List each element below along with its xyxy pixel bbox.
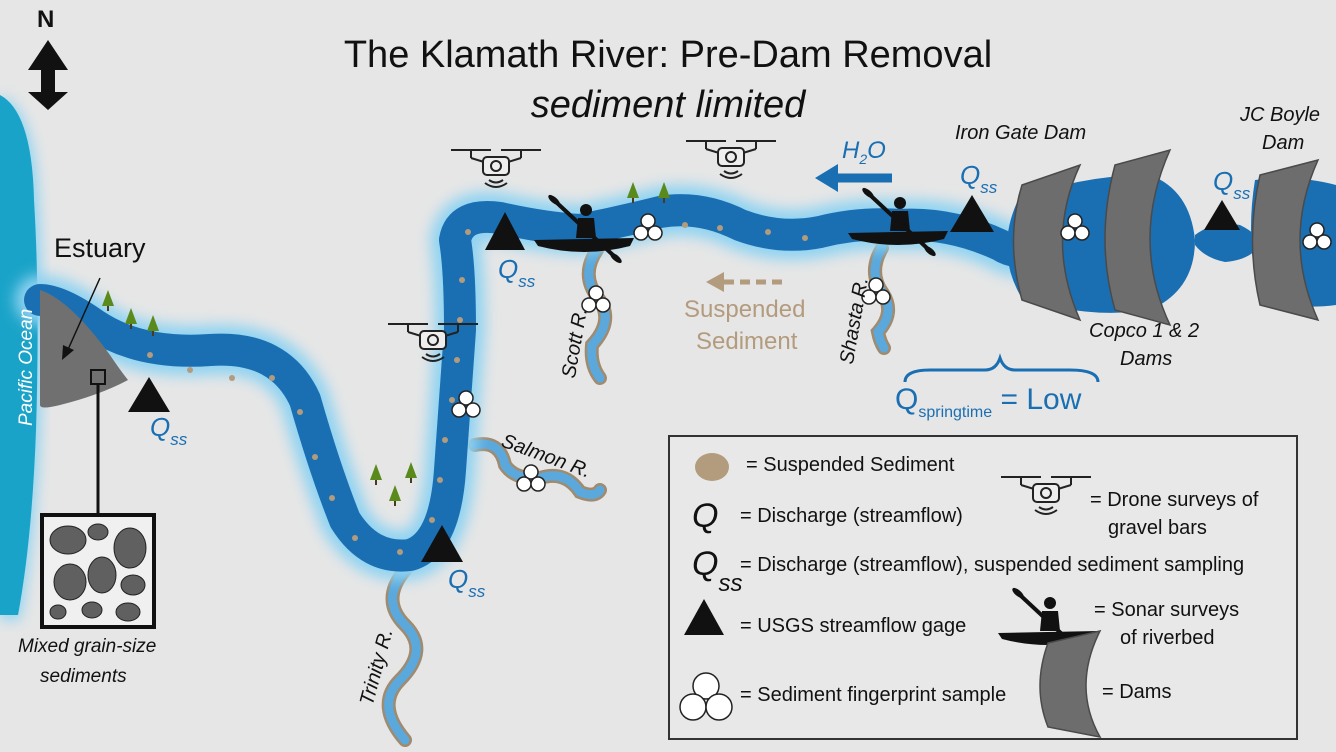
sediment-arrow <box>706 272 782 292</box>
legend-fingerprint-icon <box>679 672 733 721</box>
legend-dam-icon <box>1039 629 1102 738</box>
iron-gate-label: Iron Gate Dam <box>955 122 1087 144</box>
ocean-label: Pacific Ocean <box>16 308 37 426</box>
qss-label: Qss <box>498 254 536 291</box>
ocean <box>0 95 38 615</box>
suspended-label-2: Sediment <box>696 328 798 355</box>
legend-gage-icon <box>684 599 724 635</box>
legend-dams: = Dams <box>1102 681 1172 703</box>
flow-arrow <box>815 164 892 192</box>
springtime-discharge-label: Qspringtime = Low <box>895 383 1082 421</box>
estuary-label: Estuary <box>54 233 146 263</box>
qss-label: Qss <box>1213 166 1251 203</box>
legend: = Suspended Sediment Q = Discharge (stre… <box>668 435 1298 740</box>
sediment-dots <box>147 222 808 555</box>
drone-icon <box>450 149 542 188</box>
springtime-bracket <box>903 353 1100 383</box>
legend-drone-icon <box>1000 476 1092 515</box>
legend-sonar-1: = Sonar surveys <box>1094 599 1240 621</box>
dam-shapes <box>1012 148 1320 327</box>
north-label: N <box>37 6 55 33</box>
tributaries <box>381 241 895 747</box>
grain-label-2: sediments <box>40 666 127 687</box>
klamath-main-channel <box>24 194 1056 572</box>
title: The Klamath River: Pre-Dam Removal <box>343 34 993 76</box>
grain-label-1: Mixed grain-size <box>18 636 157 657</box>
jc-boyle-label-2: Dam <box>1262 132 1305 154</box>
qss-label: Qss <box>150 412 188 449</box>
fingerprint-icon <box>516 464 546 492</box>
legend-drone-2: gravel bars <box>1108 517 1207 539</box>
legend-discharge: = Discharge (streamflow) <box>740 505 963 527</box>
qss-label: Qss <box>960 160 998 197</box>
legend-suspended: = Suspended Sediment <box>746 454 955 476</box>
flow-label: H2O <box>842 137 886 167</box>
legend-sonar-2: of riverbed <box>1120 627 1215 649</box>
jc-boyle-label-1: JC Boyle <box>1240 104 1321 126</box>
drone-icon <box>685 140 777 179</box>
legend-drone-1: = Drone surveys of <box>1090 489 1259 511</box>
legend-fingerprint: = Sediment fingerprint sample <box>740 684 1007 706</box>
north-arrow <box>28 40 68 110</box>
legend-sediment-icon <box>695 453 729 481</box>
legend-discharge-ss: = Discharge (streamflow), suspended sedi… <box>740 554 1245 576</box>
grain-size-box <box>40 513 156 629</box>
gage-icons <box>128 195 1240 562</box>
legend-q-symbol: Q <box>692 497 719 535</box>
subtitle: sediment limited <box>530 84 806 126</box>
legend-gage: = USGS streamflow gage <box>740 615 967 637</box>
legend-qss-symbol: Qss <box>692 545 743 597</box>
qss-label: Qss <box>448 564 486 601</box>
copco-label-2: Dams <box>1120 348 1173 370</box>
suspended-label-1: Suspended <box>684 296 806 323</box>
copco-label-1: Copco 1 & 2 <box>1089 320 1200 342</box>
